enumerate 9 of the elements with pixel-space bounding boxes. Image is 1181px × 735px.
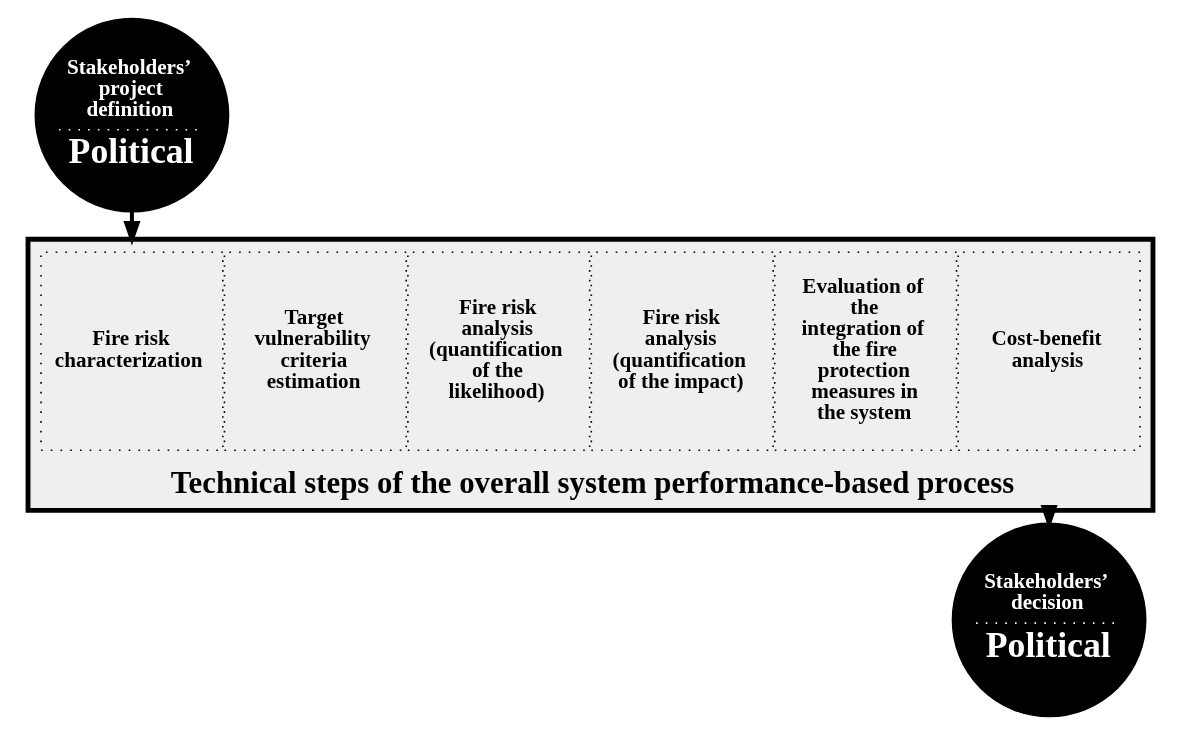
node-box: Fire risk analysis (quantification of the likelihood) [407,251,591,452]
node-box: Cost-benefit analysis [957,251,1141,452]
node-box: Fire risk analysis (quantification of the impact) [590,251,774,452]
arrow [123,212,141,246]
node-box: Evaluation of the integration of the fire protection measures in the system [773,251,958,452]
node-circle: Stakeholders’ project definition Political [34,17,230,213]
node-box: Fire risk characterization [40,251,224,452]
node-box: Target vulnerability criteria estimation [223,251,408,452]
node-circle: Stakeholders’ decision Political [951,522,1147,718]
